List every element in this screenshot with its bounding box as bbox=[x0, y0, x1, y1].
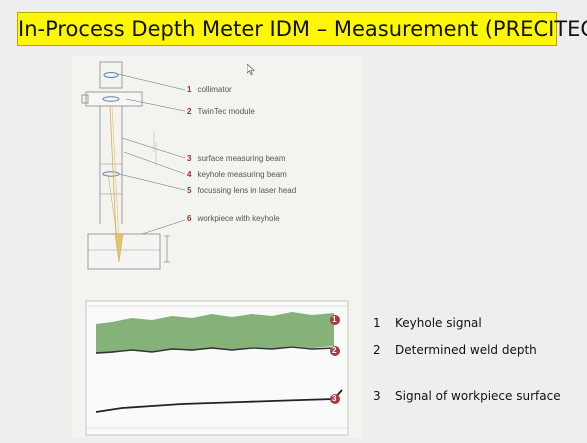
surface-beam bbox=[109, 105, 118, 257]
collimator-housing bbox=[99, 61, 123, 89]
slide-title: In-Process Depth Meter IDM – Measurement… bbox=[17, 12, 587, 46]
keyhole-signal-band bbox=[96, 312, 334, 354]
twintec-module bbox=[85, 91, 143, 107]
weld-depth-line bbox=[95, 346, 335, 354]
marker-1 bbox=[330, 315, 340, 325]
marker-3 bbox=[330, 394, 340, 404]
marker-2 bbox=[330, 346, 340, 356]
mouse-cursor-icon bbox=[247, 64, 255, 75]
marker-2-label: 2 bbox=[332, 346, 337, 355]
keyhole bbox=[114, 233, 124, 263]
sensor-schematic bbox=[81, 61, 349, 436]
marker-3-label: 3 bbox=[332, 394, 337, 403]
workpiece bbox=[87, 233, 161, 270]
surface-signal-line bbox=[95, 389, 343, 413]
collimator-lens bbox=[103, 72, 119, 78]
marker-1-label: 1 bbox=[332, 315, 337, 324]
focusing-lens bbox=[102, 171, 120, 177]
signal-graph bbox=[85, 300, 349, 436]
